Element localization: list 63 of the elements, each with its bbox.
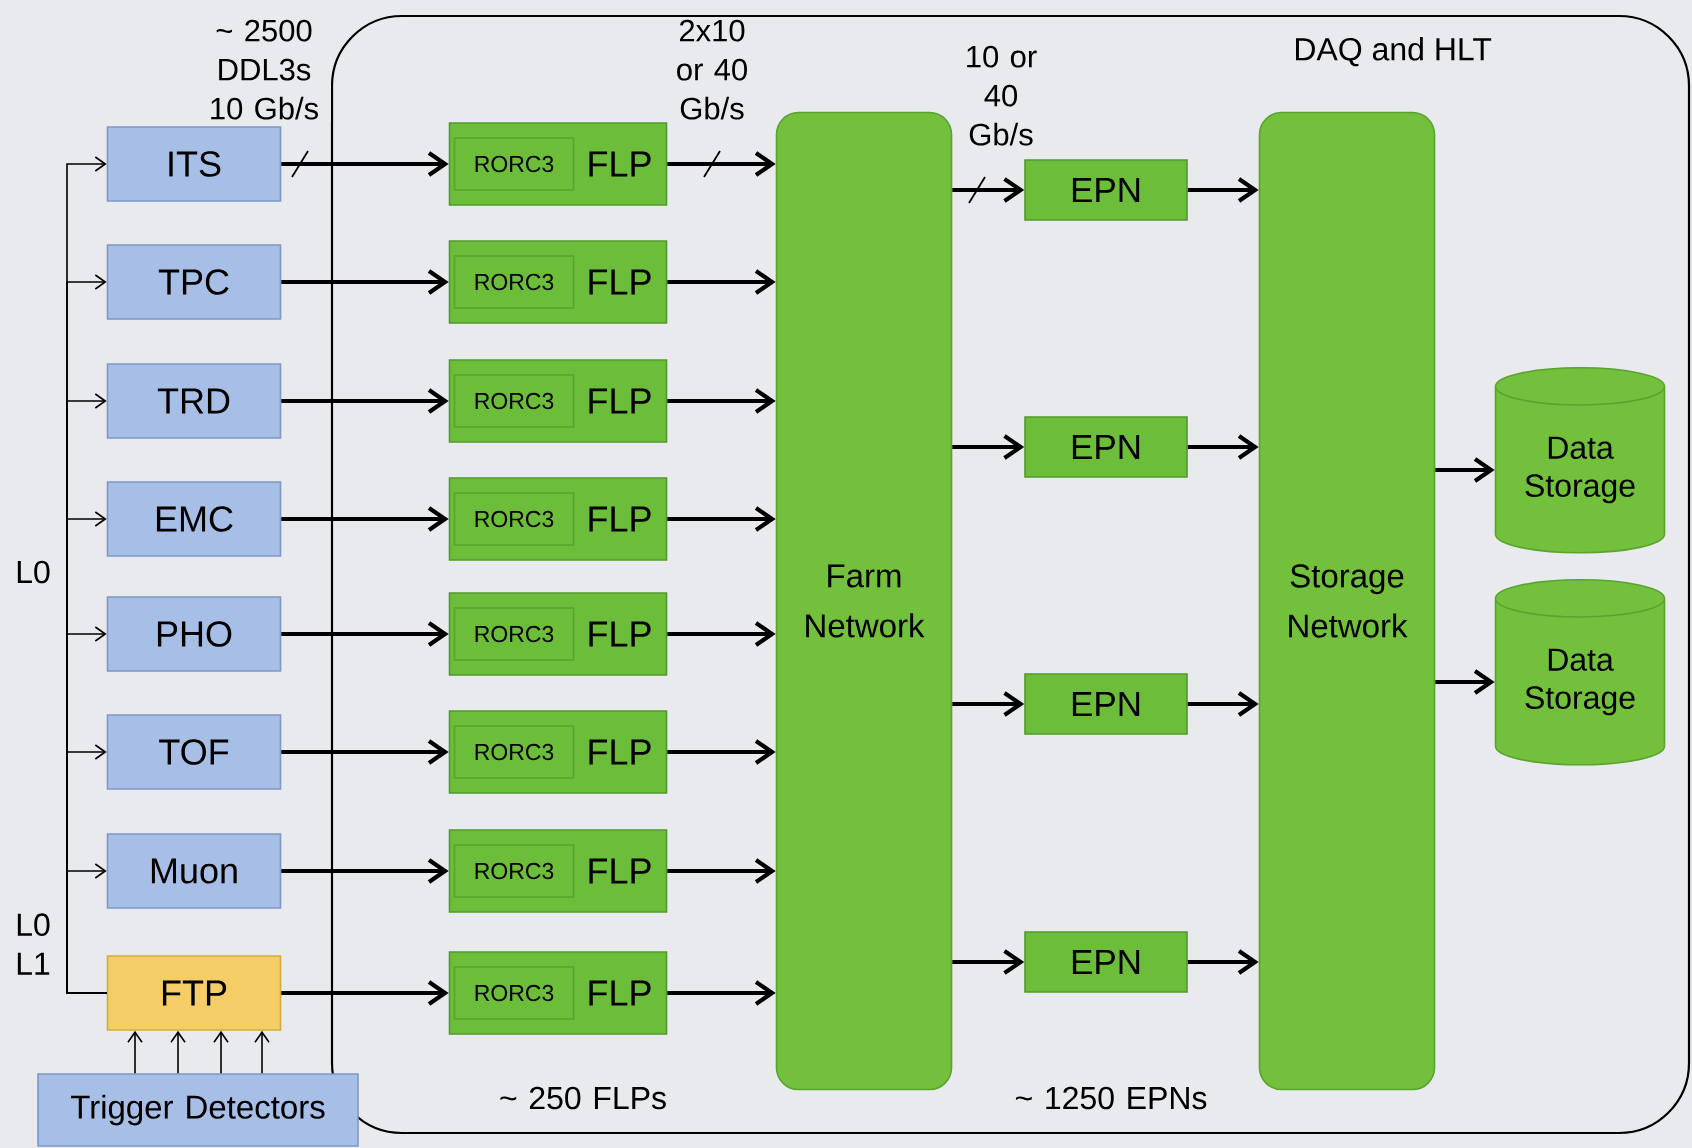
arrow	[281, 388, 449, 414]
processing-node-box: EPN	[1024, 159, 1188, 221]
annotation-label: L0	[17, 560, 50, 584]
arrow	[667, 739, 776, 765]
arrow	[667, 269, 776, 295]
arrow	[1187, 691, 1259, 717]
edge-label: ~ 2500 DDL3s 10 Gb/s	[197, 17, 331, 122]
arrow	[667, 388, 776, 414]
detector-box: TRD	[106, 363, 282, 439]
arrow	[1187, 949, 1259, 975]
readout-card-box: RORC3	[453, 492, 575, 546]
arrow	[952, 434, 1025, 460]
annotation-label: L0 L1	[17, 913, 50, 975]
network-block: Farm Network	[775, 111, 953, 1091]
detector-box: EMC	[106, 481, 282, 557]
arrow	[281, 739, 449, 765]
readout-card-box: RORC3	[453, 725, 575, 779]
arrow	[281, 858, 449, 884]
arrow	[1435, 457, 1495, 483]
arrow	[170, 1030, 186, 1074]
readout-card-box: RORC3	[453, 966, 575, 1020]
readout-card-box: RORC3	[453, 607, 575, 661]
detector-box: TPC	[106, 244, 282, 320]
annotation-label: ~ 250 FLPs	[500, 1086, 666, 1110]
processing-node-box: EPN	[1024, 673, 1188, 735]
network-block: Storage Network	[1258, 111, 1436, 1091]
arrow	[281, 269, 449, 295]
processing-node-box: EPN	[1024, 931, 1188, 993]
arrow	[667, 858, 776, 884]
arrow	[254, 1030, 270, 1074]
trigger-processor-box: FTP	[106, 955, 282, 1031]
arrow	[667, 506, 776, 532]
readout-card-box: RORC3	[453, 255, 575, 309]
edge-label: 2x10 or 40 Gb/s	[664, 17, 760, 122]
arrow	[1187, 434, 1259, 460]
storage-cylinder: Data Storage	[1494, 367, 1666, 554]
detector-box: TOF	[106, 714, 282, 790]
edge-label: 10 or 40 Gb/s	[962, 43, 1040, 148]
storage-cylinder: Data Storage	[1494, 579, 1666, 766]
arrow	[281, 621, 449, 647]
arrow	[952, 177, 1025, 203]
arrow	[667, 151, 776, 177]
processing-node-box: EPN	[1024, 416, 1188, 478]
readout-card-box: RORC3	[453, 844, 575, 898]
arrow	[667, 621, 776, 647]
arrow	[667, 980, 776, 1006]
arrow	[281, 151, 449, 177]
arrow	[66, 863, 108, 994]
arrow	[1435, 669, 1495, 695]
detector-box: Muon	[106, 833, 282, 909]
arrow	[213, 1030, 229, 1074]
arrow	[127, 1030, 143, 1074]
readout-card-box: RORC3	[453, 374, 575, 428]
arrow	[281, 980, 449, 1006]
detector-box: Trigger Detectors	[37, 1073, 359, 1147]
arrow	[1187, 177, 1259, 203]
detector-box: PHO	[106, 596, 282, 672]
arrow	[952, 691, 1025, 717]
arrow	[952, 949, 1025, 975]
arrow	[281, 506, 449, 532]
detector-box: ITS	[106, 126, 282, 202]
readout-card-box: RORC3	[453, 137, 575, 191]
annotation-label: ~ 1250 EPNs	[1015, 1086, 1207, 1110]
